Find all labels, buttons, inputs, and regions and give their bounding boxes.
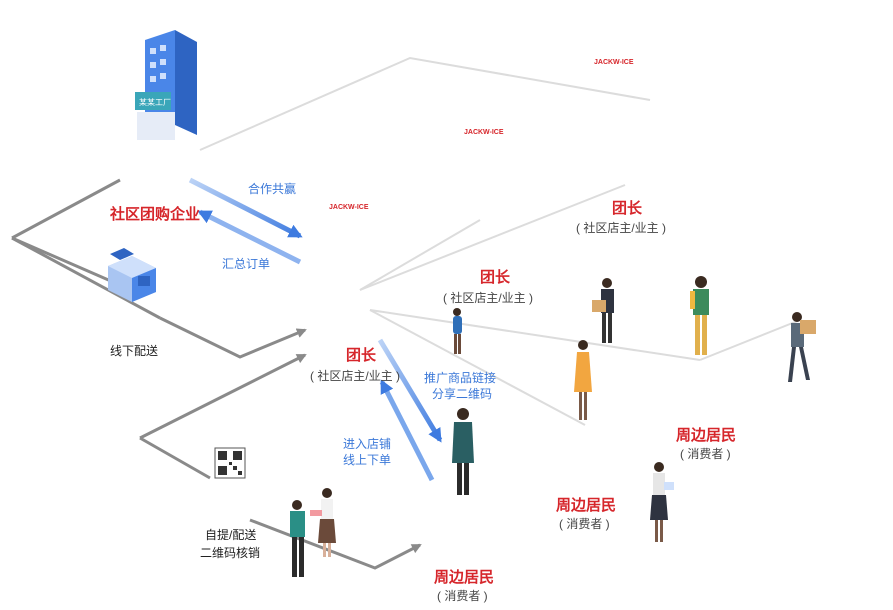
person-resident-woman-yellow xyxy=(574,340,592,420)
resident-mid-subtitle: ( 消费者 ) xyxy=(559,517,610,531)
win-win-label: 合作共赢 xyxy=(248,182,297,196)
network-line xyxy=(359,184,626,291)
offline-delivery-label: 线下配送 xyxy=(110,344,159,358)
store-icon-mid: JACKW-ICE xyxy=(459,129,504,141)
leader-top-subtitle: ( 社区店主/业主 ) xyxy=(576,221,666,235)
network-line xyxy=(369,309,701,361)
store-icon-top: JACKW-ICE xyxy=(589,59,634,71)
promote-label-line2: 分享二维码 xyxy=(432,387,493,401)
delivery-truck-icon xyxy=(108,248,156,302)
gray-line-left-upper xyxy=(11,236,121,287)
qr-code-icon xyxy=(214,447,246,479)
leader-main-subtitle: ( 社区店主/业主 ) xyxy=(310,369,400,383)
pickup-label-line1: 自提/配送 xyxy=(205,528,257,542)
resident-right-subtitle: ( 消费者 ) xyxy=(680,447,731,461)
person-pickup-man xyxy=(290,500,305,577)
summary-order-label: 汇总订单 xyxy=(222,257,271,271)
gray-line-delivery-left xyxy=(11,236,161,320)
resident-front-subtitle: ( 消费者 ) xyxy=(437,589,488,603)
gray-line-pickup-up xyxy=(139,353,307,440)
pickup-label-line2: 二维码核销 xyxy=(200,546,261,560)
person-leader-woman xyxy=(453,308,462,354)
blue-arrows xyxy=(188,177,443,482)
gray-line-pickup-down xyxy=(249,518,422,570)
person-backpacker xyxy=(690,276,709,355)
resident-front-title: 周边居民 xyxy=(434,569,495,586)
leader-main-title: 团长 xyxy=(346,347,377,364)
person-pickup-woman xyxy=(310,488,336,557)
leader-mid-subtitle: ( 社区店主/业主 ) xyxy=(443,291,533,305)
resident-mid-title: 周边居民 xyxy=(556,497,617,514)
network-line xyxy=(369,309,586,426)
store-sign: JACKW-ICE xyxy=(594,59,634,66)
arrow-win-win xyxy=(188,177,303,239)
gray-line-pickup xyxy=(139,436,211,480)
store-icon-main: JACKW-ICE xyxy=(324,204,369,216)
resident-right-title: 周边居民 xyxy=(676,427,737,444)
network-line xyxy=(359,219,481,291)
arrow-enter-store xyxy=(379,379,435,482)
arrow-summary-order xyxy=(197,209,302,265)
store-sign: JACKW-ICE xyxy=(464,129,504,136)
leader-top-title: 团长 xyxy=(612,200,643,217)
network-line xyxy=(699,319,801,361)
person-figures xyxy=(290,276,816,577)
store-sign: JACKW-ICE xyxy=(329,204,369,211)
person-courier xyxy=(592,278,614,343)
gray-line-delivery xyxy=(159,316,307,359)
promote-label-line1: 推广商品链接 xyxy=(424,371,497,385)
building-sign: 某某工厂 xyxy=(139,98,171,107)
enter-label-line2: 线上下单 xyxy=(343,453,392,467)
person-box-carrier xyxy=(788,312,816,382)
person-reader xyxy=(650,462,674,542)
arrow-promote xyxy=(377,338,443,443)
network-line xyxy=(199,56,651,151)
network-lines xyxy=(199,56,801,426)
gray-line-enterprise xyxy=(11,178,121,240)
building-icon: 某某工厂 xyxy=(135,30,197,140)
enterprise-label: 社区团购企业 xyxy=(110,206,201,223)
person-resident-man xyxy=(452,408,474,495)
leader-mid-title: 团长 xyxy=(480,269,511,286)
enter-label-line1: 进入店铺 xyxy=(343,437,392,451)
